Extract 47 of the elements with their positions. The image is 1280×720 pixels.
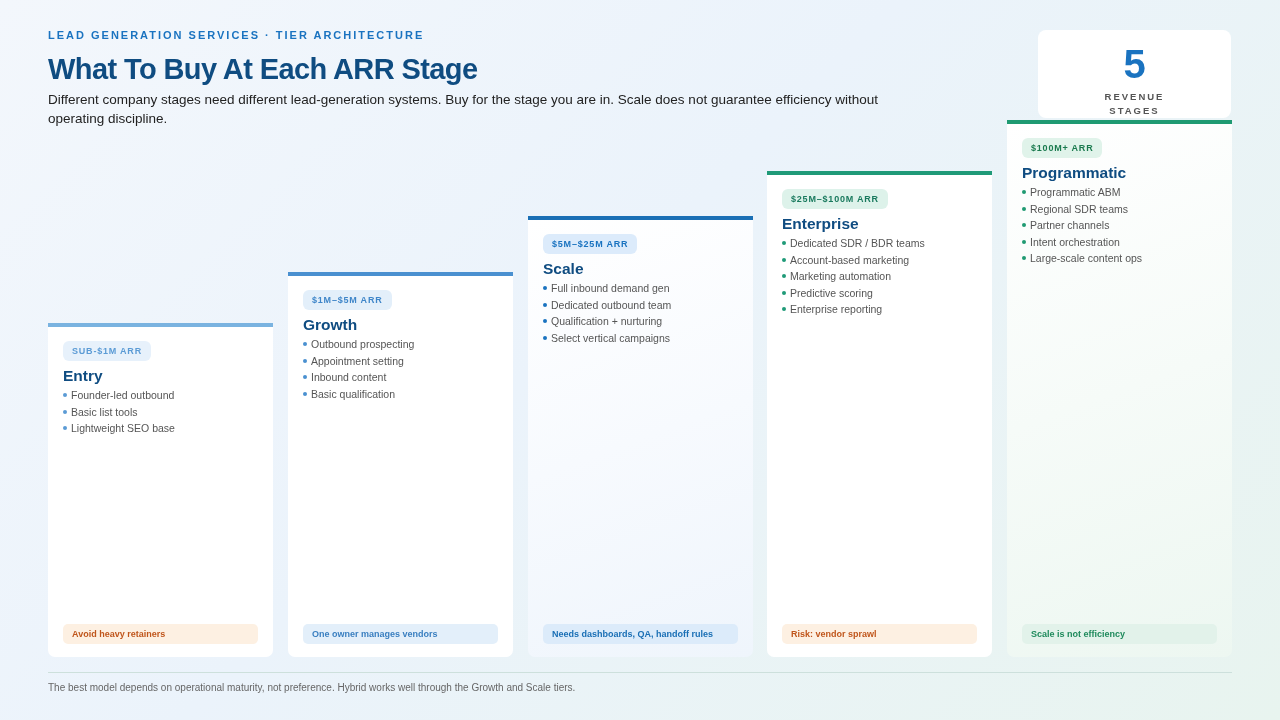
tier-note-tag: Needs dashboards, QA, handoff rules [543,624,738,644]
tier-title: Scale [543,260,584,278]
subtitle-text: Different company stages need different lead-generation systems. Buy for the stage you are in. Scale does not guarantee efficiency without operating discipline. [48,91,879,128]
tier-note-tag: Avoid heavy retainers [63,624,258,644]
feature-item: Full inbound demand gen [551,281,670,296]
tier-title: Entry [63,367,103,385]
tier-note-tag: Risk: vendor sprawl [782,624,977,644]
feature-item: Lightweight SEO base [71,421,175,436]
feature-item: Outbound prospecting [311,337,415,352]
feature-item: Dedicated SDR / BDR teams [790,236,925,251]
tier-title: Enterprise [782,215,859,233]
tier-title: Growth [303,316,358,334]
feature-item: Qualification + nurturing [551,314,663,329]
tier-card [528,216,753,657]
arr-range-tag: $100M+ ARR [1022,138,1103,158]
feature-item: Basic list tools [71,404,138,419]
tier-card [48,323,273,657]
stat-label: REVENUE STAGES [1103,90,1166,118]
feature-item: Predictive scoring [790,285,873,300]
feature-item: Partner channels [1030,218,1110,233]
tier-note-tag: One owner manages vendors [303,624,498,644]
page-title: What To Buy At Each ARR Stage [48,52,478,87]
eyebrow-label: LEAD GENERATION SERVICES · TIER ARCHITECTURE [48,29,425,41]
feature-item: Appointment setting [311,353,404,368]
feature-item: Founder-led outbound [71,388,175,403]
feature-item: Inbound content [311,370,387,385]
feature-item: Enterprise reporting [790,302,883,317]
feature-item: Select vertical campaigns [551,330,671,345]
feature-item: Marketing automation [790,269,891,284]
tier-card [767,171,992,657]
tier-note-tag: Scale is not efficiency [1022,624,1217,644]
tier-title: Programmatic [1022,164,1127,182]
feature-item: Basic qualification [311,386,396,401]
footer-note: The best model depends on operational maturity, not preference. Hybrid works well through the Growth and Scale tiers. [48,681,576,695]
arr-range-tag: $1M–$5M ARR [303,290,392,310]
arr-range-tag: $5M–$25M ARR [543,234,638,254]
feature-item: Account-based marketing [790,252,910,267]
feature-item: Large-scale content ops [1030,251,1143,266]
tier-card [1007,120,1232,657]
stat-number: 5 [1123,42,1146,86]
arr-range-tag: SUB-$1M ARR [63,341,151,361]
feature-item: Programmatic ABM [1030,185,1121,200]
tier-card [288,272,513,657]
arr-range-tag: $25M–$100M ARR [782,189,888,209]
feature-item: Dedicated outbound team [551,297,672,312]
feature-item: Regional SDR teams [1030,201,1129,216]
feature-item: Intent orchestration [1030,234,1120,249]
